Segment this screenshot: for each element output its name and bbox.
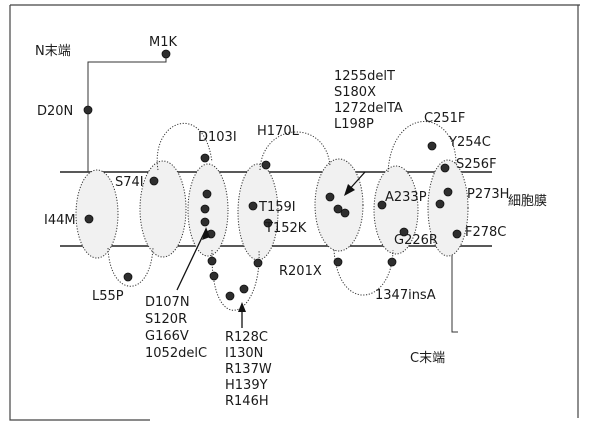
loop-h3-h4 bbox=[212, 250, 259, 310]
dot-l55p bbox=[124, 273, 132, 281]
group-loop2-item: H139Y bbox=[225, 378, 268, 393]
label-1347insa: 1347insA bbox=[375, 288, 436, 303]
n-terminal-label: N末端 bbox=[35, 44, 71, 59]
dot-s256f bbox=[444, 188, 452, 196]
group-loop2-labels: R128C I130N R137W H139Y R146H bbox=[225, 330, 272, 409]
group-loop2-item: I130N bbox=[225, 346, 263, 361]
dot-loop2-4 bbox=[240, 285, 248, 293]
dot-loop5-1 bbox=[326, 193, 334, 201]
c-terminal-tail bbox=[452, 246, 458, 332]
group-loop5-item: 1272delTA bbox=[334, 101, 403, 116]
group-helix3-item: G166V bbox=[145, 329, 189, 344]
label-f278c: F278C bbox=[465, 225, 506, 240]
dot-s74i bbox=[150, 177, 158, 185]
dot-y254c bbox=[441, 164, 449, 172]
label-p273h: P273H bbox=[467, 187, 509, 202]
dot-r201x bbox=[334, 258, 342, 266]
membrane-label: 細胞膜 bbox=[508, 194, 547, 209]
label-t159i: T159I bbox=[258, 200, 296, 215]
dot-helix3-3 bbox=[201, 218, 209, 226]
dot-loop5-3 bbox=[341, 209, 349, 217]
dot-c251f bbox=[428, 142, 436, 150]
label-d20n: D20N bbox=[37, 104, 73, 119]
dot-d20n bbox=[84, 106, 92, 114]
label-s256f: S256F bbox=[456, 157, 497, 172]
arrow-loop2-head bbox=[238, 302, 246, 312]
dot-helix3-2 bbox=[201, 205, 209, 213]
group-helix3-item: D107N bbox=[145, 295, 190, 310]
dot-p273h bbox=[436, 200, 444, 208]
label-t152k: T152K bbox=[264, 221, 307, 236]
dot-f278c bbox=[453, 230, 461, 238]
group-loop2-item: R137W bbox=[225, 362, 272, 377]
dot-loop2-3 bbox=[226, 292, 234, 300]
dot-loop2-2 bbox=[210, 272, 218, 280]
group-helix3-item: 1052delC bbox=[145, 346, 207, 361]
dot-1347insa bbox=[388, 258, 396, 266]
label-a233p: A233P bbox=[385, 190, 427, 205]
label-i44m: I44M bbox=[44, 213, 76, 228]
arrow-helix3-line bbox=[177, 229, 206, 290]
dot-m1k bbox=[162, 50, 170, 58]
helix-1 bbox=[76, 170, 118, 258]
label-l55p: L55P bbox=[92, 289, 124, 304]
dot-d103i bbox=[201, 154, 209, 162]
label-g226r: G226R bbox=[394, 233, 438, 248]
group-loop5-item: 1255delT bbox=[334, 69, 395, 84]
dot-i44m bbox=[85, 215, 93, 223]
label-r201x: R201X bbox=[279, 264, 322, 279]
label-h170l: H170L bbox=[257, 124, 300, 139]
label-y254c: Y254C bbox=[448, 135, 491, 150]
group-loop2-item: R128C bbox=[225, 330, 268, 345]
dot-loop2-1 bbox=[208, 257, 216, 265]
helix-2 bbox=[140, 161, 186, 257]
group-loop5-labels: 1255delT S180X 1272delTA L198P bbox=[334, 69, 403, 132]
label-d103i: D103I bbox=[198, 130, 237, 145]
dot-loop2-5 bbox=[254, 259, 262, 267]
n-terminal-tail bbox=[88, 54, 166, 172]
dot-h170l bbox=[262, 161, 270, 169]
dot-t159i bbox=[249, 202, 257, 210]
c-terminal-label: C末端 bbox=[410, 351, 445, 366]
group-loop2-item: R146H bbox=[225, 394, 269, 409]
group-helix3-labels: D107N S120R G166V 1052delC bbox=[145, 295, 207, 361]
group-helix3-item: S120R bbox=[145, 312, 187, 327]
label-m1k: M1K bbox=[149, 35, 177, 50]
dot-helix3-1 bbox=[203, 190, 211, 198]
group-loop5-item: L198P bbox=[334, 117, 374, 132]
group-loop5-item: S180X bbox=[334, 85, 376, 100]
label-s74i: S74I bbox=[115, 175, 144, 190]
label-c251f: C251F bbox=[424, 111, 465, 126]
